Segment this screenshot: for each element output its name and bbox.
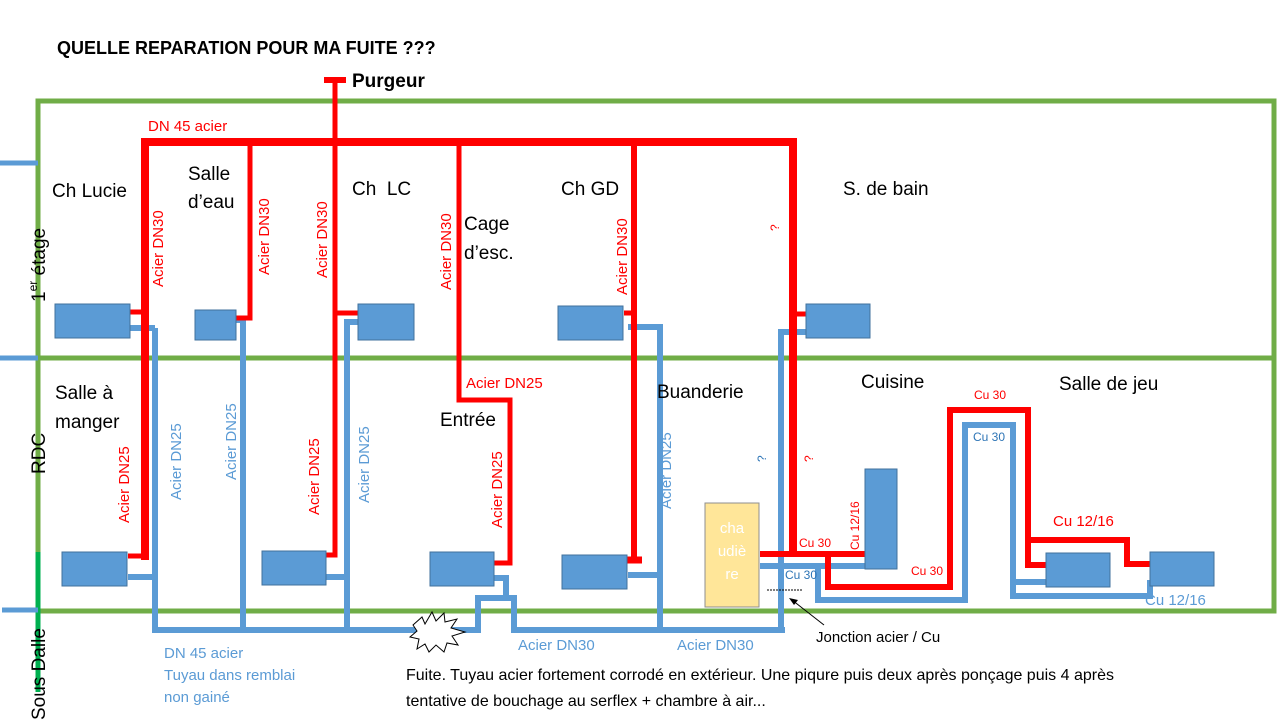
room-buanderie: Buanderie xyxy=(657,382,744,403)
label-question-blue: ? xyxy=(755,455,769,462)
arrow-head-icon xyxy=(789,598,798,605)
radiator-cuisine xyxy=(864,468,898,570)
label-acier-dn25-horizontal: Acier DN25 xyxy=(466,375,543,392)
room-cuisine: Cuisine xyxy=(861,372,924,393)
boiler-label-1: cha xyxy=(720,520,745,537)
label-dn45-supply: DN 45 acier xyxy=(148,118,227,135)
radiator-ch-lucie xyxy=(54,303,131,339)
return-riser xyxy=(778,329,806,630)
room-cage-2: d’esc. xyxy=(464,243,514,264)
room-salle-deau-1: Salle xyxy=(188,164,230,185)
label-acier-dn25: Acier DN25 xyxy=(223,403,240,480)
label-cu30-red-top: Cu 30 xyxy=(974,388,1006,402)
radiator-salle-manger xyxy=(61,551,128,587)
radiator-entree xyxy=(429,551,495,587)
supply-riser-entree xyxy=(456,142,513,566)
room-ch-lc: Ch LC xyxy=(352,179,411,200)
leak-burst-icon xyxy=(408,610,467,653)
label-cu1216-blue: Cu 12/16 xyxy=(1145,592,1206,609)
label-cu30: Cu 30 xyxy=(799,536,831,550)
room-salle-manger-2: manger xyxy=(55,412,120,433)
label-cu1216-red: Cu 12/16 xyxy=(1053,513,1114,530)
floor-label-1er-etage: 1er étage xyxy=(26,228,50,302)
return-cu30-loop xyxy=(815,422,1153,603)
chaudiere: cha udiè re xyxy=(704,502,760,608)
label-acier-dn25: Acier DN25 xyxy=(116,446,133,523)
label-acier-dn25: Acier DN25 xyxy=(306,438,323,515)
radiator-ch-gd xyxy=(557,305,624,341)
floor-label-sous-dalle: Sous Dalle xyxy=(29,628,50,720)
room-entree: Entrée xyxy=(440,410,496,431)
label-acier-dn30: Acier DN30 xyxy=(614,218,631,295)
label-acier-dn30-bottom: Acier DN30 xyxy=(677,637,754,654)
return-riser xyxy=(628,324,663,630)
purgeur-label: Purgeur xyxy=(352,71,425,92)
boiler-label-2: udiè xyxy=(718,543,746,560)
label-acier-dn30-bottom: Acier DN30 xyxy=(518,637,595,654)
leak-note-line1: Fuite. Tuyau acier fortement corrodé en … xyxy=(406,667,1114,684)
radiator-salle-jeu-2 xyxy=(1149,551,1215,587)
radiator-rdc-2 xyxy=(261,550,327,586)
supply-riser-salle-deau xyxy=(236,142,253,321)
label-question-red: ? xyxy=(802,455,816,462)
radiators xyxy=(54,303,1215,590)
room-sdb: S. de bain xyxy=(843,179,929,200)
radiator-sdb xyxy=(805,303,871,339)
label-question: ? xyxy=(768,224,782,231)
return-main-dn45 xyxy=(152,328,785,633)
label-acier-dn30: Acier DN30 xyxy=(438,213,455,290)
label-jonction: Jonction acier / Cu xyxy=(816,629,940,646)
label-tuyau-remblai: Tuyau dans remblai xyxy=(164,667,295,684)
boiler-box xyxy=(704,502,760,608)
label-cu30-blue-top: Cu 30 xyxy=(973,430,1005,444)
supply-riser-ch-lc xyxy=(326,142,338,558)
room-salle-manger-1: Salle à xyxy=(55,383,114,404)
room-salle-deau-2: d’eau xyxy=(188,192,235,213)
room-salle-jeu: Salle de jeu xyxy=(1059,374,1158,395)
room-ch-gd: Ch GD xyxy=(561,179,619,200)
label-acier-dn25: Acier DN25 xyxy=(658,432,675,509)
label-cu1216-vert: Cu 12/16 xyxy=(848,501,862,550)
room-ch-lucie: Ch Lucie xyxy=(52,181,127,202)
leak-note-line2: tentative de bouchage au serflex + chamb… xyxy=(406,693,766,710)
room-cage-1: Cage xyxy=(464,214,509,235)
radiator-buanderie xyxy=(561,554,628,590)
return-riser xyxy=(344,319,358,630)
jonction-arrow xyxy=(791,599,825,626)
label-dn45-return: DN 45 acier xyxy=(164,645,243,662)
diagram-title: QUELLE REPARATION POUR MA FUITE ??? xyxy=(57,38,436,58)
label-non-gaine: non gainé xyxy=(164,689,230,706)
supply-cu30-loop xyxy=(825,407,1150,590)
label-acier-dn25: Acier DN25 xyxy=(168,423,185,500)
label-acier-dn30: Acier DN30 xyxy=(256,198,273,275)
supply-network xyxy=(128,77,1150,590)
return-branch xyxy=(494,575,509,598)
label-acier-dn30: Acier DN30 xyxy=(314,201,331,278)
label-cu30-red-2: Cu 30 xyxy=(911,564,943,578)
floor-label-rdc: RDC xyxy=(29,433,50,474)
radiator-ch-lc xyxy=(357,303,415,341)
supply-branch xyxy=(1025,540,1046,568)
supply-main-dn45 xyxy=(141,138,797,560)
radiator-salle-jeu-1 xyxy=(1045,552,1111,588)
radiator-salle-deau xyxy=(194,309,237,341)
boiler-label-3: re xyxy=(725,566,738,583)
label-acier-dn30: Acier DN30 xyxy=(150,210,167,287)
label-acier-dn25: Acier DN25 xyxy=(356,426,373,503)
label-cu30-blue: Cu 30 xyxy=(785,568,817,582)
label-acier-dn25: Acier DN25 xyxy=(489,451,506,528)
